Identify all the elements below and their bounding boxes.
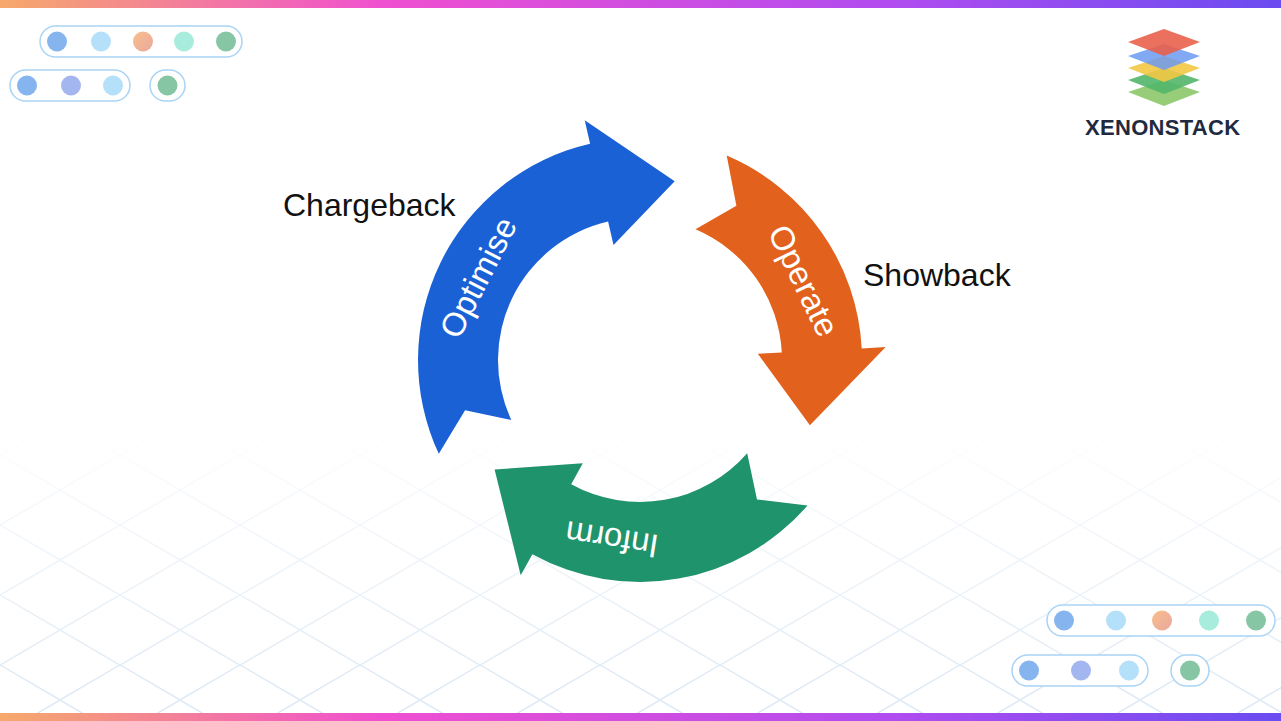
showback-label: Showback [863,259,1011,291]
dot-pills-bottom [1012,605,1275,686]
bottom-bar [0,713,1281,721]
logo-mark [1128,29,1200,106]
top-bar [0,0,1281,8]
logo-wordmark: XENONSTACK [1085,117,1240,139]
cycle-arrow: Inform [380,110,900,610]
grid-floor [0,420,1281,713]
dot-pills-top [10,26,242,101]
chargeback-label: Chargeback [283,189,456,221]
